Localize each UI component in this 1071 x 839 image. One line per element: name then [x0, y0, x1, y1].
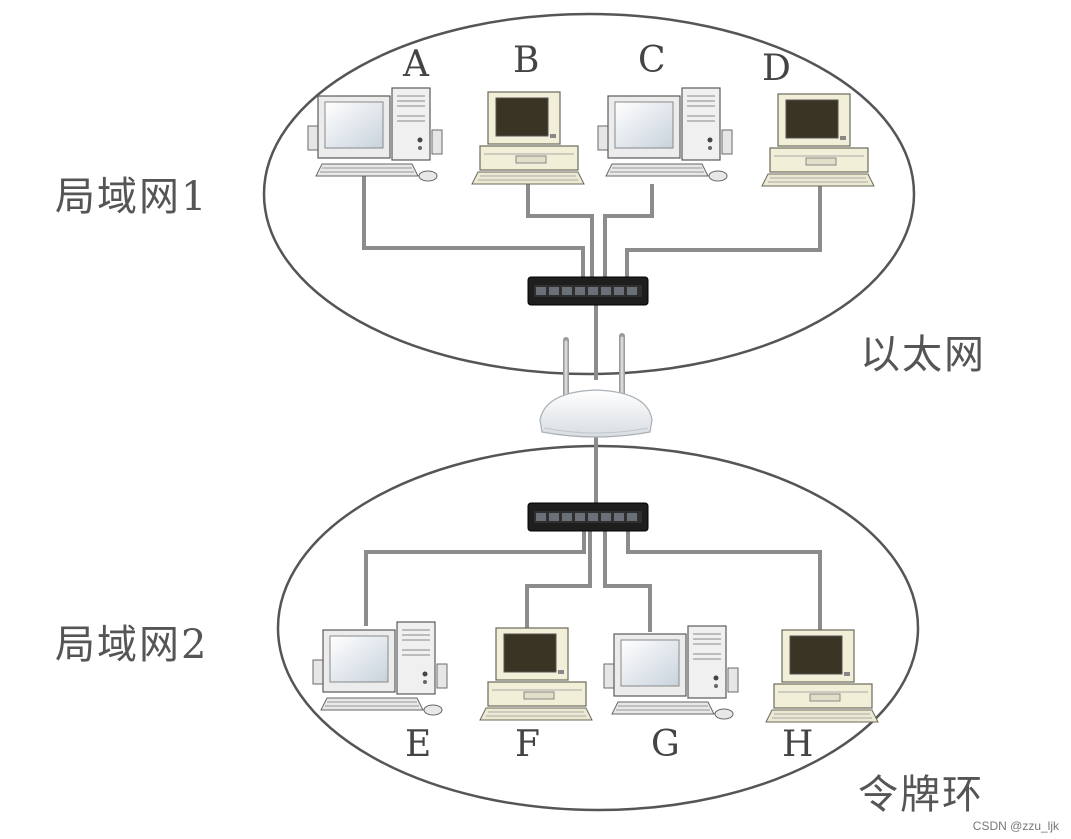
- computer-label-b: B: [513, 40, 540, 81]
- watermark-credit: CSDN @zzu_ljk: [972, 819, 1059, 833]
- lan1-cables: [362, 176, 822, 380]
- computer-label-d: D: [762, 48, 791, 89]
- lan2-type-label: 令牌环: [858, 772, 984, 818]
- computer-c-icon: [597, 87, 733, 182]
- computer-e-icon: [312, 621, 448, 716]
- computer-label-c: C: [638, 40, 666, 81]
- computer-f-icon: [479, 627, 593, 721]
- computer-h-icon: [765, 629, 879, 723]
- lan1-type-label: 以太网: [860, 332, 986, 378]
- switch-icon: [527, 276, 649, 306]
- router-icon: [539, 333, 653, 438]
- lan1-label: 局域网1: [55, 174, 209, 220]
- computer-label-h: H: [782, 724, 814, 765]
- computer-b-icon: [471, 91, 585, 185]
- computer-label-f: F: [515, 724, 540, 765]
- computer-label-g: G: [651, 724, 680, 765]
- lan2-label: 局域网2: [55, 622, 209, 668]
- lan2-cables: [364, 434, 822, 632]
- computer-label-e: E: [405, 724, 432, 765]
- switch-icon: [527, 502, 649, 532]
- computer-g-icon: [603, 625, 739, 720]
- computer-a-icon: [307, 87, 443, 182]
- lan1-boundary: [262, 12, 916, 376]
- computer-label-a: A: [403, 44, 429, 85]
- computer-d-icon: [761, 93, 875, 187]
